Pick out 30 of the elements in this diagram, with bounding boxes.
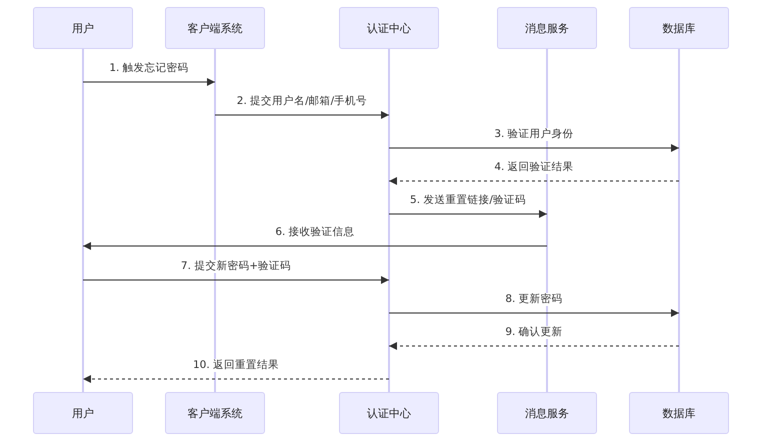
lifeline	[678, 49, 680, 392]
participant-box: 数据库	[629, 392, 729, 434]
message-arrow	[82, 242, 548, 250]
lifeline	[546, 49, 548, 392]
participant-box: 消息服务	[497, 392, 597, 434]
participant-box: 认证中心	[339, 392, 439, 434]
message-arrow	[388, 177, 680, 185]
message-arrow	[388, 342, 680, 350]
participant-box: 客户端系统	[165, 7, 265, 49]
message-label: 5. 发送重置链接/验证码	[408, 194, 528, 207]
message-arrow	[388, 144, 680, 152]
message-label: 9. 确认更新	[503, 326, 565, 339]
message-arrow	[82, 276, 390, 284]
participant-box: 用户	[33, 7, 133, 49]
message-arrow	[388, 210, 548, 218]
message-arrow	[82, 375, 390, 383]
participant-box: 数据库	[629, 7, 729, 49]
message-arrow	[214, 111, 390, 119]
lifeline	[214, 49, 216, 392]
participant-box: 客户端系统	[165, 392, 265, 434]
lifeline	[82, 49, 84, 392]
message-label: 2. 提交用户名/邮箱/手机号	[234, 95, 370, 108]
message-label: 6. 接收验证信息	[273, 226, 357, 239]
message-label: 3. 验证用户身份	[492, 128, 576, 141]
participant-box: 用户	[33, 392, 133, 434]
participant-box: 消息服务	[497, 7, 597, 49]
message-arrow	[82, 78, 216, 86]
message-arrow	[388, 309, 680, 317]
lifeline	[388, 49, 390, 392]
participant-box: 认证中心	[339, 7, 439, 49]
